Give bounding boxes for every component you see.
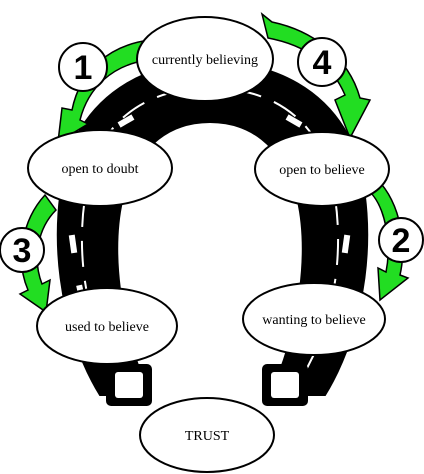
node-open-to-doubt-label: open to doubt [62,162,139,177]
step-1-label: 1 [74,49,93,87]
arrow-4 [260,12,372,140]
step-4-badge: 4 [297,37,347,87]
node-open-to-doubt: open to doubt [27,129,173,207]
step-3-label: 3 [13,232,32,270]
node-used-to-believe: used to believe [36,287,178,365]
node-wanting-to-believe-label: wanting to believe [262,313,365,328]
step-1-badge: 1 [58,42,108,92]
node-currently-believing-label: currently believing [152,53,258,68]
node-open-to-believe: open to believe [254,131,390,207]
node-trust: TRUST [139,397,275,473]
node-currently-believing: currently believing [136,16,274,102]
step-2-label: 2 [392,222,411,260]
node-wanting-to-believe: wanting to believe [242,282,386,356]
node-open-to-believe-label: open to believe [279,163,365,178]
node-used-to-believe-label: used to believe [65,320,149,335]
step-4-label: 4 [313,44,332,82]
node-trust-label: TRUST [185,429,230,444]
step-2-badge: 2 [378,217,424,263]
step-3-badge: 3 [0,227,45,273]
